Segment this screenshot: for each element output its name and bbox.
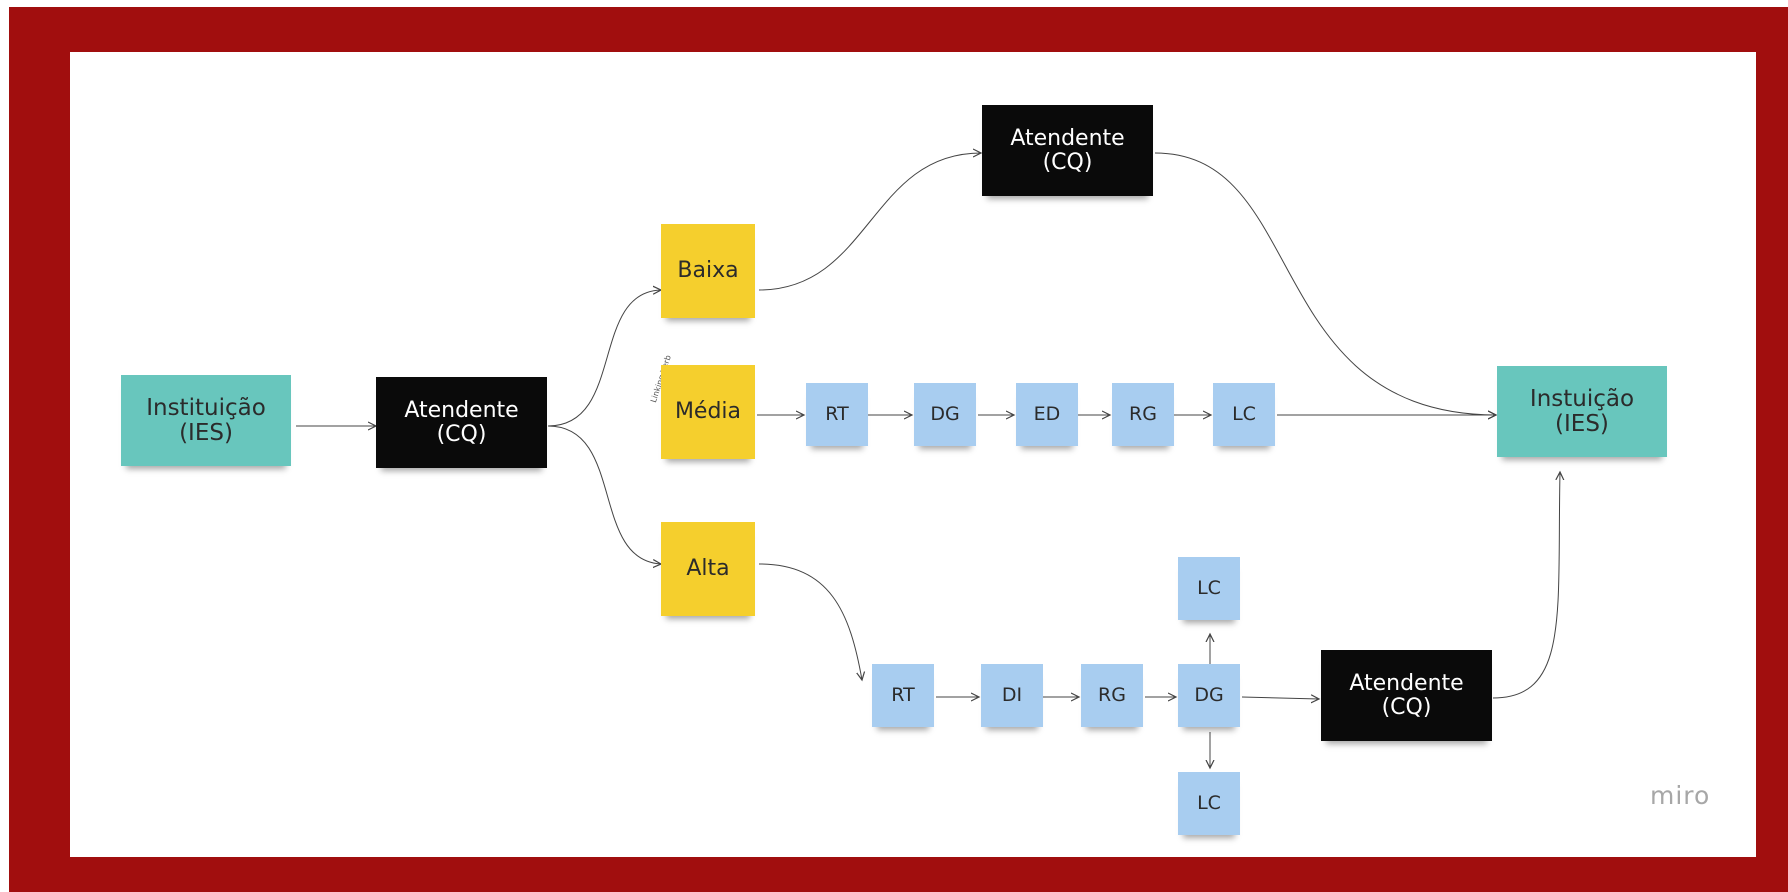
node-media-rt[interactable]: RT: [806, 383, 868, 446]
edge-atendente-to-baixa: [547, 290, 661, 427]
node-media[interactable]: Média: [661, 365, 755, 459]
red-frame: Linking Verb Instituição (IES) Atendente…: [9, 7, 1788, 892]
edge-alta-to-rt: [758, 563, 862, 680]
node-alta-dg[interactable]: DG: [1178, 664, 1240, 727]
node-media-ed[interactable]: ED: [1016, 383, 1078, 446]
node-atendente-cq-top[interactable]: Atendente (CQ): [982, 105, 1153, 196]
connectors-layer: [296, 52, 1756, 857]
edge-dg-to-atendente-bottom: [1241, 697, 1319, 699]
node-media-rg[interactable]: RG: [1112, 383, 1174, 446]
edge-baixa-to-atendente-top: [758, 153, 981, 291]
whiteboard-canvas: Linking Verb Instituição (IES) Atendente…: [70, 52, 1756, 857]
node-alta-rt[interactable]: RT: [872, 664, 934, 727]
node-atendente-cq-bottom[interactable]: Atendente (CQ): [1321, 650, 1492, 741]
node-media-dg[interactable]: DG: [914, 383, 976, 446]
node-atendente-cq-start[interactable]: Atendente (CQ): [376, 377, 547, 468]
edge-atendente-to-alta: [547, 425, 661, 564]
node-baixa[interactable]: Baixa: [661, 224, 755, 318]
edge-atendente-top-to-instuicao: [1154, 152, 1496, 415]
node-alta-lc-bottom[interactable]: LC: [1178, 772, 1240, 835]
node-media-lc[interactable]: LC: [1213, 383, 1275, 446]
node-alta[interactable]: Alta: [661, 522, 755, 616]
miro-logo: miro: [1650, 781, 1711, 810]
node-instituicao-ies-left[interactable]: Instituição (IES): [121, 375, 291, 466]
edge-atendente-bottom-to-instuicao: [1492, 472, 1560, 699]
node-alta-di[interactable]: DI: [981, 664, 1043, 727]
node-alta-lc-top[interactable]: LC: [1178, 557, 1240, 620]
node-alta-rg[interactable]: RG: [1081, 664, 1143, 727]
node-instuicao-ies-right[interactable]: Instuição (IES): [1497, 366, 1667, 457]
